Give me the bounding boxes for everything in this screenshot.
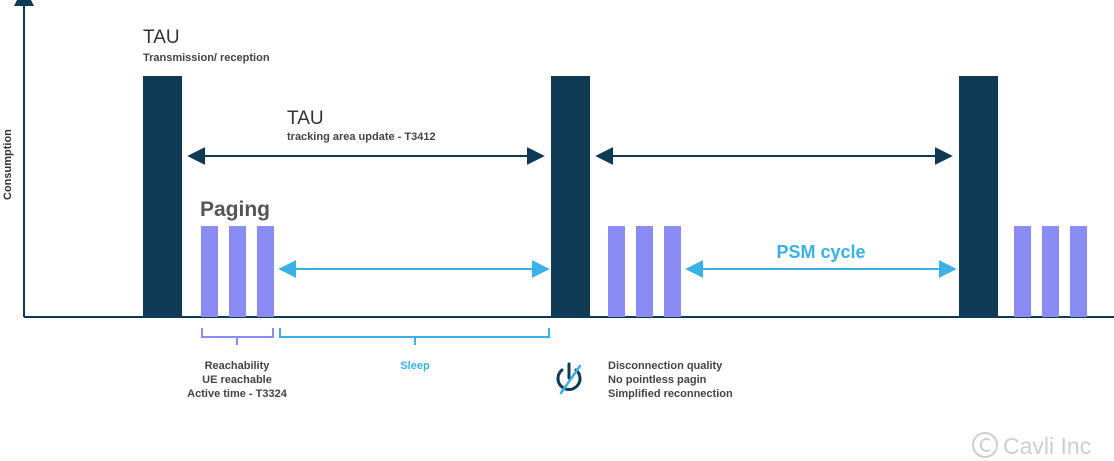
tau-bar bbox=[959, 76, 998, 317]
tau-bar bbox=[143, 76, 182, 317]
tau-period-subtitle: tracking area update - T3412 bbox=[287, 131, 436, 143]
paging-bar bbox=[1014, 226, 1031, 317]
paging-bar bbox=[636, 226, 653, 317]
tau-block-title: TAU bbox=[143, 27, 180, 48]
disconnection-line1: Disconnection quality bbox=[608, 360, 723, 372]
disconnection-line2: No pointless pagin bbox=[608, 374, 707, 386]
tau-period-title: TAU bbox=[287, 108, 324, 129]
reachability-line3: Active time - T3324 bbox=[187, 388, 288, 400]
sleep-label: Sleep bbox=[400, 360, 430, 372]
power-off-icon bbox=[556, 362, 582, 395]
reachability-bracket bbox=[201, 328, 274, 345]
paging-bar bbox=[1070, 226, 1087, 317]
psm-cycle-label: PSM cycle bbox=[776, 242, 865, 262]
paging-bar bbox=[608, 226, 625, 317]
paging-bar bbox=[1042, 226, 1059, 317]
watermark-text: Cavli Inc bbox=[1003, 433, 1091, 459]
tau-block-subtitle: Transmission/ reception bbox=[143, 52, 270, 64]
copyright-icon bbox=[972, 432, 998, 458]
reachability-line2: UE reachable bbox=[202, 374, 272, 386]
y-axis-label: Consumption bbox=[2, 129, 14, 200]
paging-bar bbox=[257, 226, 274, 317]
paging-bar bbox=[664, 226, 681, 317]
reachability-line1: Reachability bbox=[205, 360, 271, 372]
sleep-bracket bbox=[279, 328, 550, 345]
tau-bar bbox=[551, 76, 590, 317]
paging-bar bbox=[201, 226, 218, 317]
paging-title: Paging bbox=[200, 198, 270, 221]
disconnection-line3: Simplified reconnection bbox=[608, 388, 733, 400]
paging-bar bbox=[229, 226, 246, 317]
